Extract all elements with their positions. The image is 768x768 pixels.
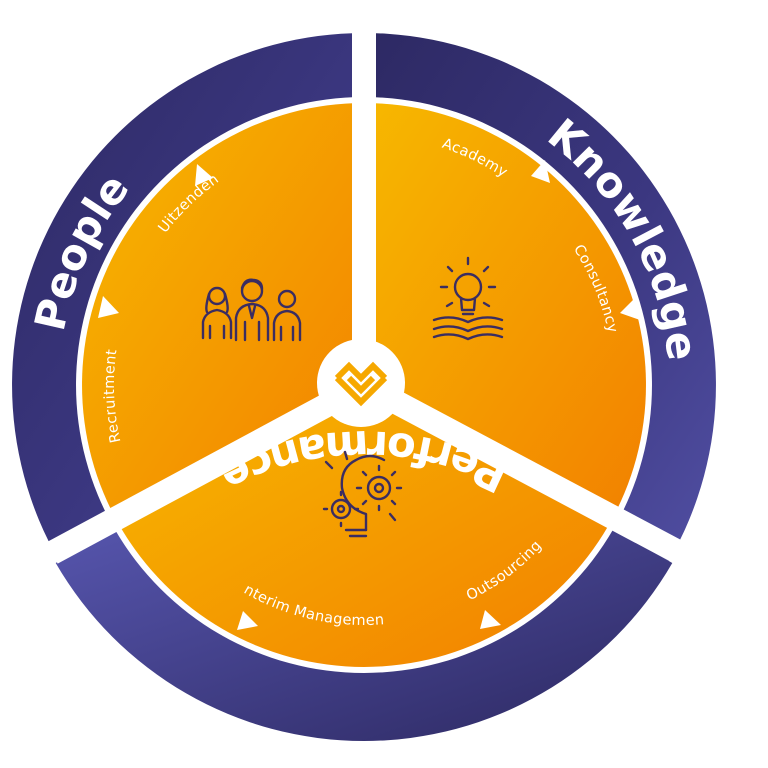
divider-spokes [46,20,686,564]
lightbulb-book-icon [432,256,504,341]
segment-notches [98,160,640,630]
people-group-icon [201,278,302,342]
center-logo [317,339,405,427]
outer-ring-performance [55,529,673,741]
outer-ring-people [12,33,364,561]
interlocking-chevrons-logo-icon [334,361,388,407]
inner-segment-performance [119,385,609,667]
outer-ring-knowledge [364,33,716,561]
gear-brain-icon [322,450,403,538]
